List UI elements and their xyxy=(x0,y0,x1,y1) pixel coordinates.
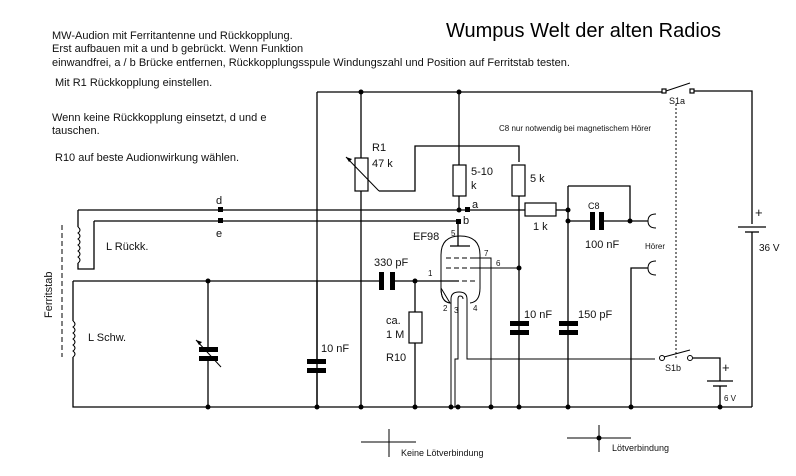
battery-36v-voltage: 36 V xyxy=(759,243,780,254)
battery-6v: + 6 V xyxy=(707,360,737,410)
terminal-a-label: a xyxy=(472,199,479,211)
coil-feedback: L Rückk. xyxy=(77,210,148,270)
ferrite-rod: Ferritstab xyxy=(43,225,63,357)
resistor-r10: ca. 1 M R10 xyxy=(386,281,423,410)
tube-pin-3: 3 xyxy=(454,306,459,315)
legend-solder-label: Lötverbindung xyxy=(612,443,669,453)
coil-tank-label: L Schw. xyxy=(88,332,126,344)
c-left-value: 10 nF xyxy=(321,343,349,355)
terminal-d xyxy=(218,207,223,212)
ferrite-rod-label: Ferritstab xyxy=(43,272,55,318)
battery-6v-plus: + xyxy=(722,360,730,375)
legend-solder: Lötverbindung xyxy=(567,425,669,453)
resistor-screen: 5-10 k xyxy=(452,92,493,210)
switch-s1a-label: S1a xyxy=(669,96,685,106)
terminal-b xyxy=(456,219,461,224)
tube-ef98: EF98 5 1 2 3 4 7 6 xyxy=(413,229,655,410)
legend-no-solder: Keine Lötverbindung xyxy=(361,429,484,458)
tube-pin-6: 6 xyxy=(496,259,501,268)
tube-pin-5: 5 xyxy=(451,229,456,238)
coil-feedback-label: L Rückk. xyxy=(106,241,148,253)
tube-pin-7: 7 xyxy=(484,249,489,258)
terminal-e-label: e xyxy=(216,228,222,240)
c8-note: C8 nur notwendig bei magnetischem Hörer xyxy=(499,124,651,133)
tank-circuit: L Schw. xyxy=(72,278,752,410)
terminal-a xyxy=(465,207,470,212)
r10-line2: 1 M xyxy=(386,329,404,341)
note-line: einwandfrei, a / b Brücke entfernen, Rüc… xyxy=(52,57,570,69)
note-line: Wenn keine Rückkopplung einsetzt, d und … xyxy=(52,112,267,124)
capacitor-10nf-left: 10 nF xyxy=(307,281,349,410)
note-line: R10 auf beste Audionwirkung wählen. xyxy=(55,152,240,164)
output-network: 1 k C8 100 nF 150 pF xyxy=(524,185,648,410)
capacitor-10nf-screen: 10 nF xyxy=(510,309,552,335)
note-line: MW-Audion mit Ferritantenne und Rückkopp… xyxy=(52,30,293,42)
legend-no-solder-label: Keine Lötverbindung xyxy=(401,448,484,458)
switch-s1b: S1b xyxy=(659,349,721,381)
r-screen-value-unit: k xyxy=(471,180,477,192)
r-anode-value: 5 k xyxy=(530,173,545,185)
c-screen-value: 10 nF xyxy=(524,309,552,321)
tube-pin-1: 1 xyxy=(428,269,433,278)
terminal-b-label: b xyxy=(463,215,469,227)
battery-36v: + 36 V xyxy=(738,205,780,254)
page-title: Wumpus Welt der alten Radios xyxy=(446,20,721,42)
headphone: Hörer xyxy=(628,213,665,410)
r-screen-value: 5-10 xyxy=(471,166,493,178)
tube-type: EF98 xyxy=(413,231,439,243)
c-anode-value: 150 pF xyxy=(578,309,613,321)
switch-s1b-label: S1b xyxy=(665,363,681,373)
c8-name: C8 xyxy=(588,201,600,211)
c-grid-value: 330 pF xyxy=(374,257,409,269)
note-line: Erst aufbauen mit a und b gebrückt. Wenn… xyxy=(52,43,304,55)
capacitor-grid: 330 pF xyxy=(374,257,418,290)
tube-pin-4: 4 xyxy=(473,304,478,313)
r10-line1: ca. xyxy=(386,315,401,327)
feedback-lines: d e a b xyxy=(78,195,525,240)
r1-value: 47 k xyxy=(372,158,393,170)
r10-name: R10 xyxy=(386,352,406,364)
battery-36v-plus: + xyxy=(755,205,763,220)
resistor-anode: 5 k xyxy=(511,164,545,410)
r1-name: R1 xyxy=(372,142,386,154)
c8-value: 100 nF xyxy=(585,239,620,251)
battery-6v-voltage: 6 V xyxy=(724,394,737,403)
terminal-d-label: d xyxy=(216,195,222,207)
note-line: tauschen. xyxy=(52,125,100,137)
r-series-value: 1 k xyxy=(533,221,548,233)
note-line: Mit R1 Rückkopplung einstellen. xyxy=(55,77,213,89)
potentiometer-r1: R1 47 k xyxy=(345,92,520,410)
switch-s1a: S1a xyxy=(661,82,753,407)
terminal-e xyxy=(218,218,223,223)
tube-pin-2: 2 xyxy=(443,304,448,313)
headphone-label: Hörer xyxy=(645,242,665,251)
